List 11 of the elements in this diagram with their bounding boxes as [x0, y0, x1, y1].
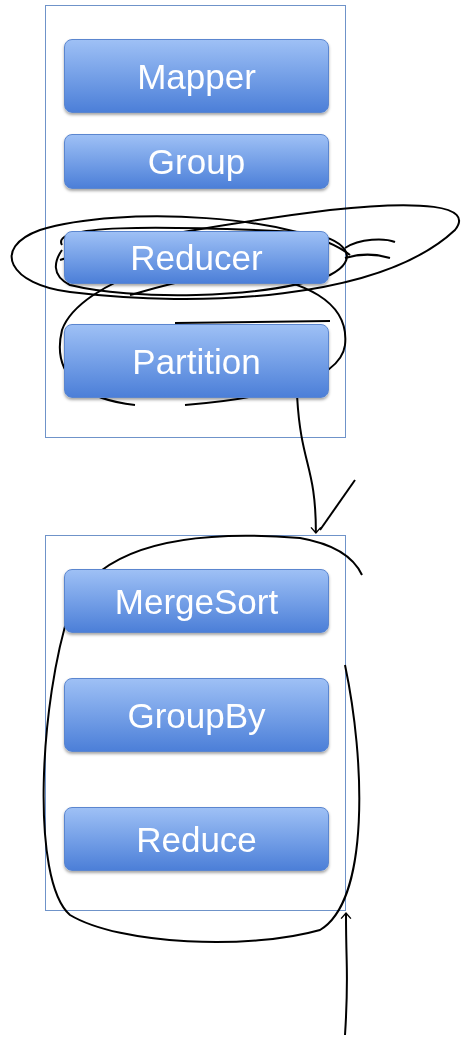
group-frame [45, 535, 346, 911]
group-frame [45, 5, 346, 438]
process-box: Partition [64, 324, 329, 398]
process-box: MergeSort [64, 569, 329, 633]
process-box: Mapper [64, 39, 329, 113]
process-box: Reduce [64, 807, 329, 871]
arrow [340, 912, 352, 1036]
process-box: Reducer [64, 231, 329, 284]
process-box: Group [64, 134, 329, 189]
process-box: GroupBy [64, 678, 329, 752]
arrow [296, 397, 322, 534]
